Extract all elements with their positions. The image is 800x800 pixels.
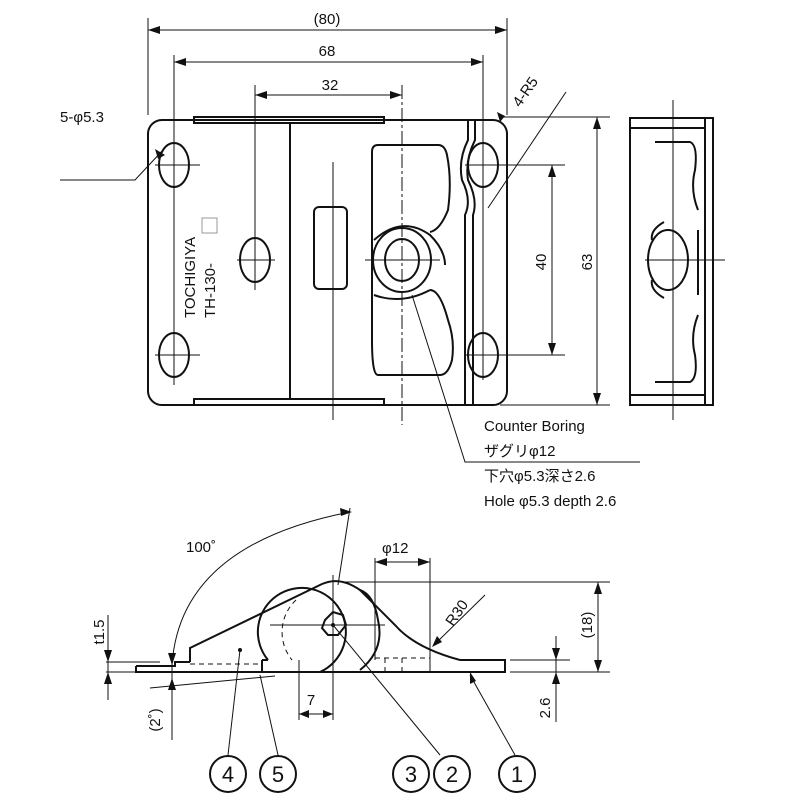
svg-text:4: 4: [222, 762, 234, 787]
dim-hole-pitch-x: 68: [319, 43, 336, 60]
svg-text:5: 5: [272, 762, 284, 787]
dim-hole-pitch-y: 40: [533, 254, 550, 271]
dim-height: (18): [579, 612, 596, 639]
note-line-1: Counter Boring: [484, 418, 585, 435]
dim-overall-width: (80): [314, 11, 341, 28]
dim-corner-radius: 4-R5: [509, 74, 542, 110]
dim-angle: 100˚: [186, 539, 216, 556]
dim-offset: 7: [307, 692, 315, 709]
model-suffix-box: [201, 217, 218, 234]
dim-radius: R30: [442, 597, 472, 629]
balloon-1: 1: [498, 755, 536, 793]
marking-model: TH-130-: [202, 263, 219, 318]
balloon-4: 4: [209, 755, 247, 793]
marking-brand: TOCHIGIYA: [182, 237, 199, 318]
base-leaf: [135, 659, 506, 673]
note-line-3: 下穴φ5.3深さ2.6: [484, 468, 595, 485]
hinge-wing-edge: [459, 120, 476, 405]
dim-height: 63: [579, 254, 596, 271]
base-plate-outline: [147, 119, 508, 406]
part-balloons: 4 5 3 2 1: [209, 755, 536, 793]
note-line-2: ザグリφ12: [484, 443, 555, 460]
svg-text:1: 1: [511, 762, 523, 787]
balloon-3: 3: [392, 755, 430, 793]
balloon-2: 2: [433, 755, 471, 793]
dim-thickness: t1.5: [91, 619, 108, 644]
note-line-4: Hole φ5.3 depth 2.6: [484, 493, 616, 510]
svg-text:3: 3: [405, 762, 417, 787]
counterbore-note: Counter Boring ザグリφ12 下穴φ5.3深さ2.6 Hole φ…: [411, 294, 640, 510]
dim-pin-dia: φ12: [382, 540, 408, 557]
right-view-outline: [629, 117, 714, 406]
svg-text:2: 2: [446, 762, 458, 787]
centerlines: [147, 18, 610, 425]
side-view: 100˚ φ12 R30 t1.5 (18) (2˚) 7 2.6: [91, 507, 610, 756]
dim-tilt: (2˚): [147, 708, 164, 731]
dim-base: 2.6: [537, 698, 554, 719]
balloon-5: 5: [259, 755, 297, 793]
dim-center-offset: 32: [322, 77, 339, 94]
top-view: (80) 68 32 5-φ5.3 4-R5 40 63 TOCHIGIYA T…: [60, 11, 610, 425]
dimension-lines: [60, 26, 601, 405]
right-side-view: [629, 100, 725, 420]
pin: [320, 610, 348, 636]
bottom-leaf-edge: [193, 398, 385, 406]
counterbore-recess: [371, 144, 454, 376]
dim-holes: 5-φ5.3: [60, 109, 104, 126]
slot: [313, 206, 348, 290]
